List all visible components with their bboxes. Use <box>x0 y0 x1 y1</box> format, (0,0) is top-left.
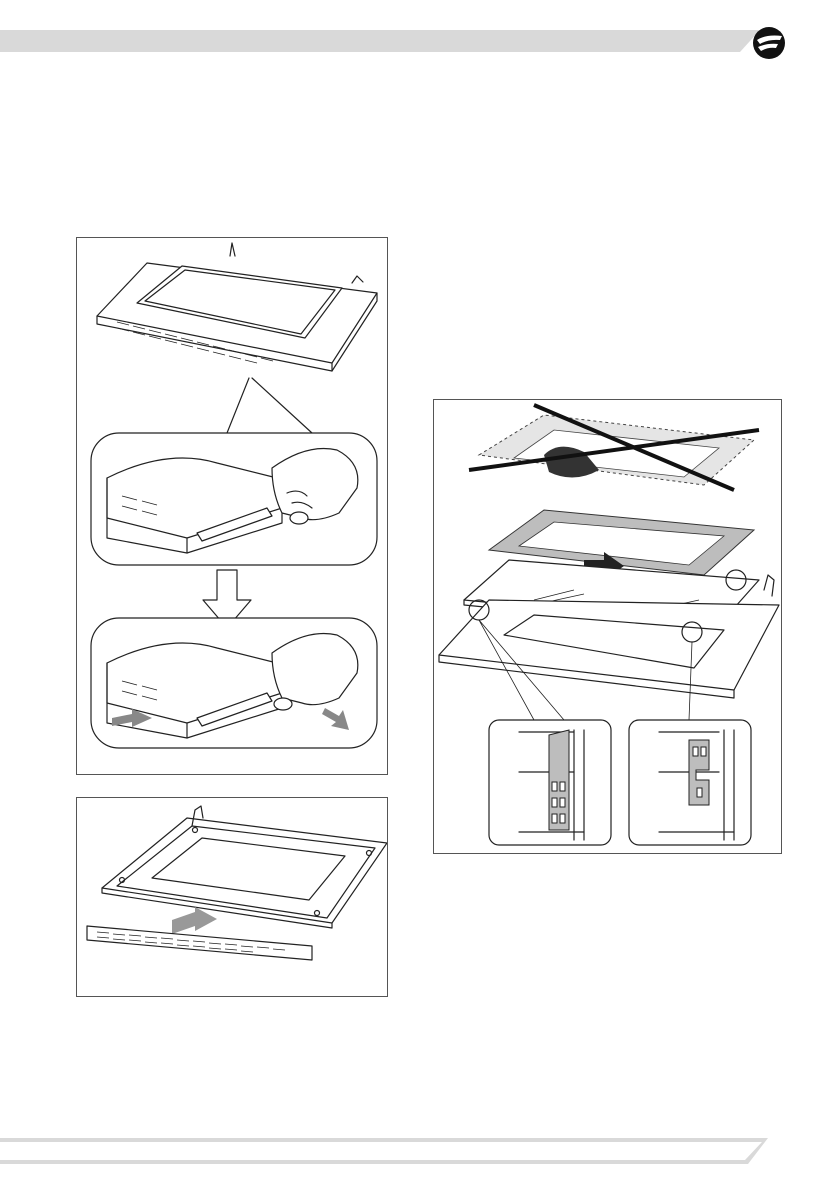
figure-door-grip-removal <box>76 237 388 775</box>
glass-panes-icon <box>434 400 781 853</box>
figure-door-strip-removal <box>76 797 388 997</box>
oven-door-hands-icon <box>77 238 387 774</box>
header-band <box>0 0 839 70</box>
vent-strip-icon <box>77 798 387 996</box>
footer-band <box>0 1130 839 1170</box>
figure-door-glass-panes <box>433 399 782 854</box>
brand-logo-icon <box>753 27 785 59</box>
